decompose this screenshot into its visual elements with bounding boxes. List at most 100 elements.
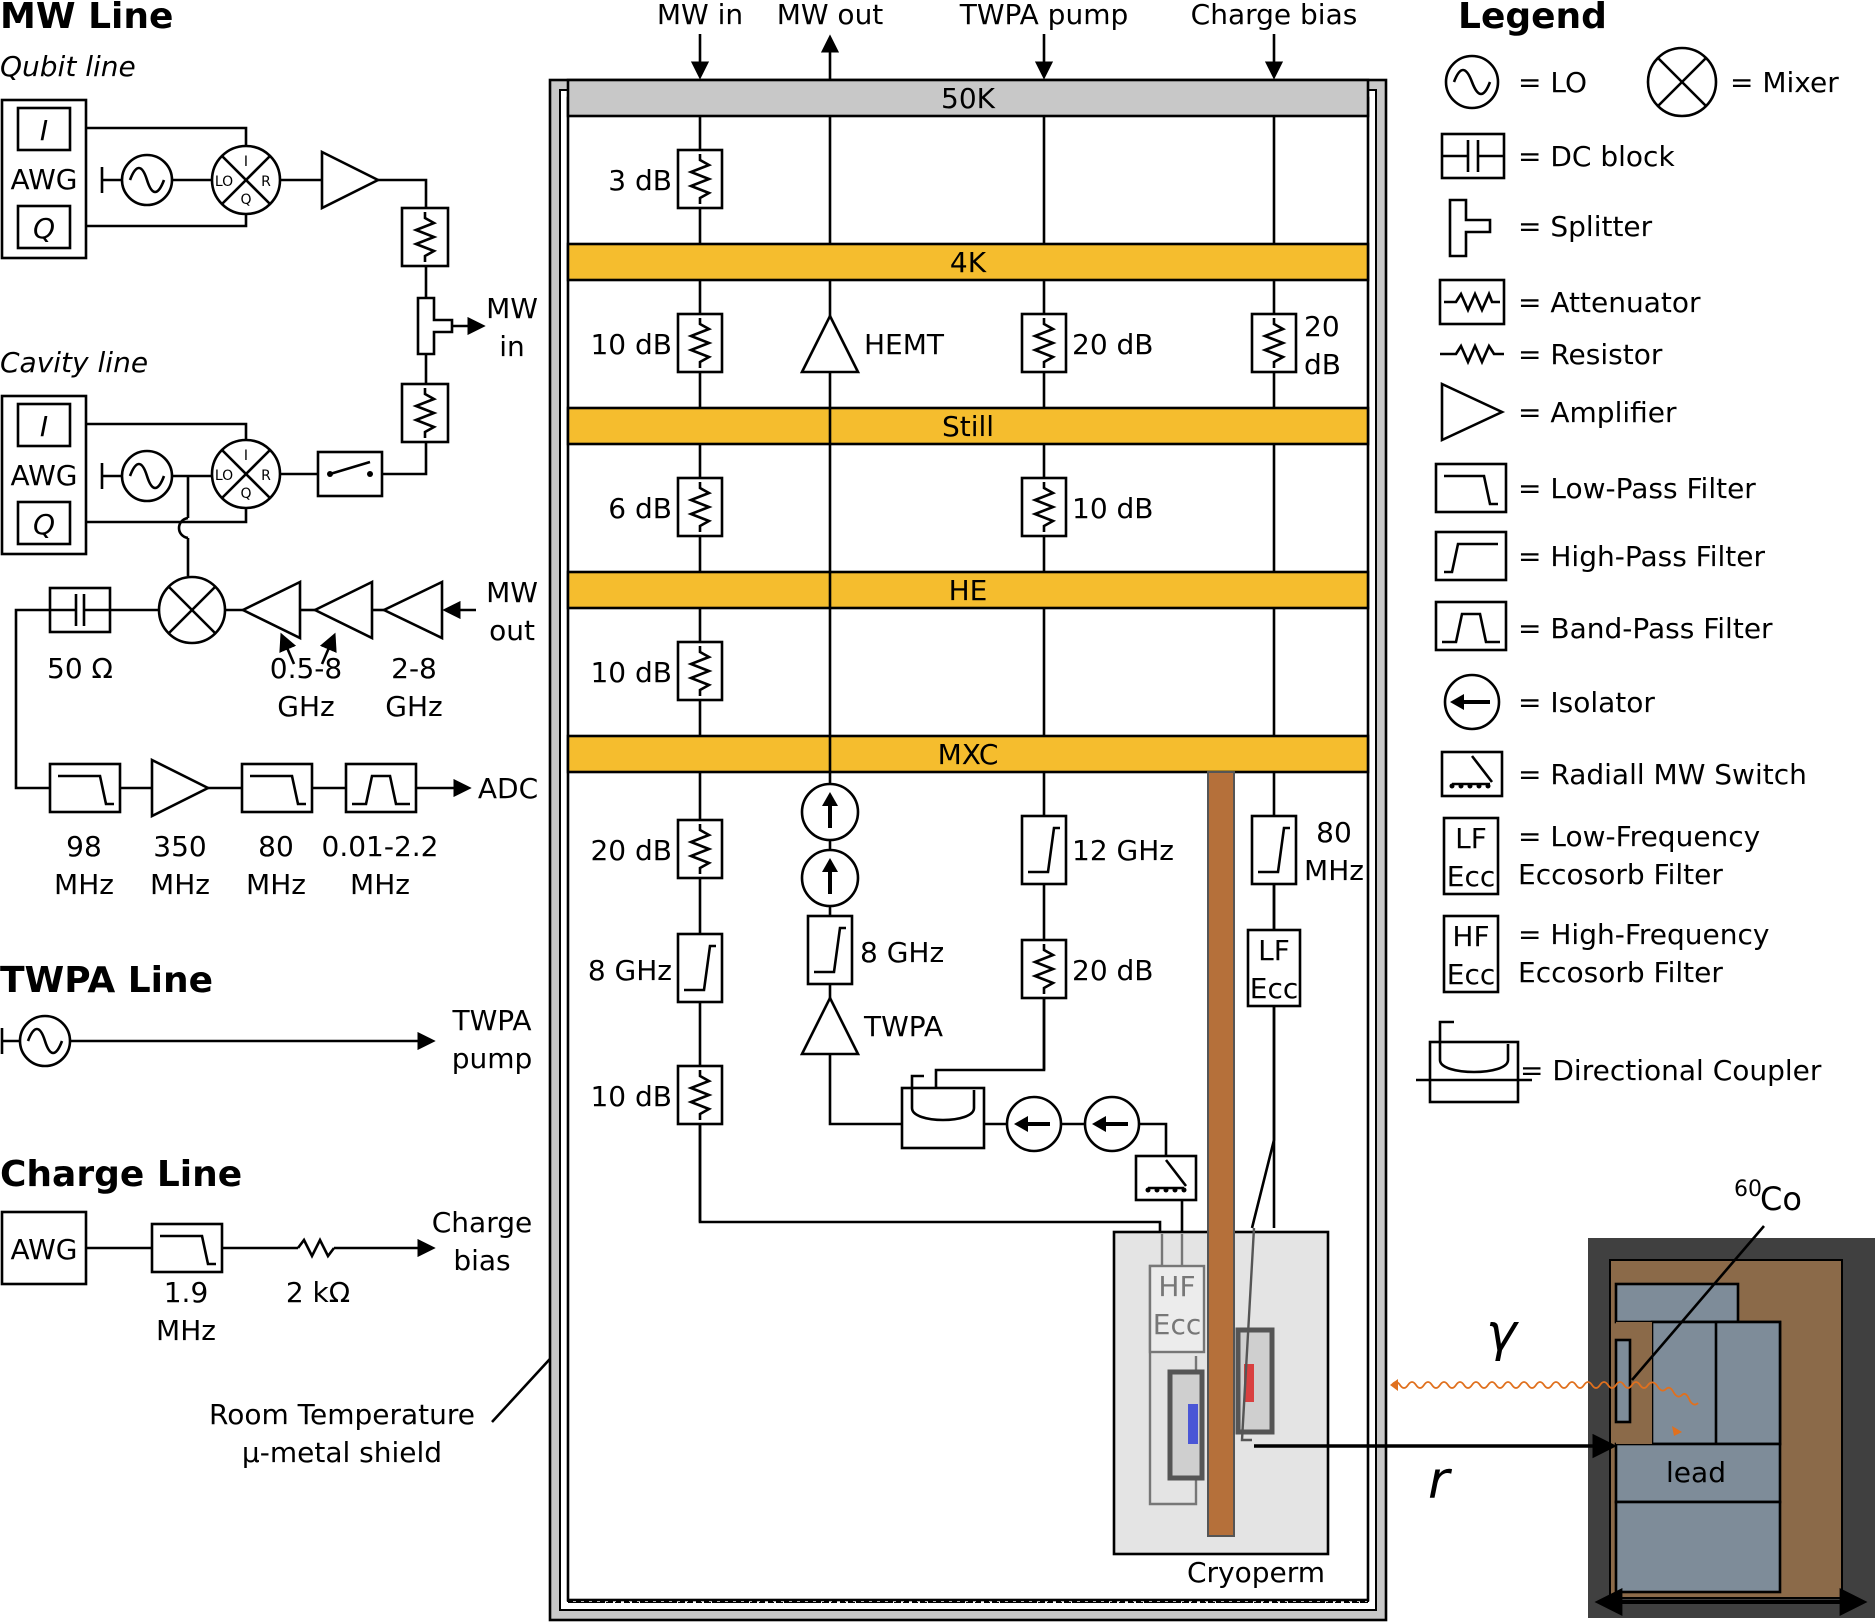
f350-label-1: 350 <box>153 830 206 863</box>
charge-bias-label-2: bias <box>453 1244 510 1277</box>
charge-awg-label: AWG <box>10 1233 77 1266</box>
legend-hf-ecc-1: = High-Frequency <box>1518 918 1769 951</box>
mixer-icon: I LO R Q <box>210 438 282 510</box>
resistor-icon <box>1440 342 1504 366</box>
f19-label-1: 1.9 <box>164 1276 209 1309</box>
eccosorb-filter-icon: LF Ecc <box>1442 816 1500 896</box>
lp-12ghz: 12 GHz <box>1072 834 1174 867</box>
qubit-awg-label: AWG <box>10 163 77 196</box>
co-label: Co <box>1760 1180 1802 1218</box>
mixer-icon: I LO R Q <box>210 144 282 216</box>
legend-isolator: = Isolator <box>1518 686 1655 719</box>
mw-in-label-1: MW <box>486 292 538 325</box>
low-pass-filter-icon <box>150 1222 224 1274</box>
att-20-2: dB <box>1304 348 1341 381</box>
co-label-sup: 60 <box>1734 1177 1762 1202</box>
svg-text:I: I <box>244 154 248 170</box>
att-20db-b: 20 dB <box>590 834 672 867</box>
temperature-stages: 50K 4K Still HE MXC <box>566 78 1370 774</box>
mixer-icon <box>157 575 227 645</box>
cavity-awg-q: Q <box>33 508 55 541</box>
att-20-1: 20 <box>1304 310 1340 343</box>
mw-line-title: MW Line <box>0 0 173 37</box>
lead-label: lead <box>1666 1456 1726 1489</box>
amplifier-icon <box>150 757 211 819</box>
twpa-line: TWPA pump <box>0 1004 532 1075</box>
att-10db-d: 10 dB <box>590 1080 672 1113</box>
lp-8ghz-a: 8 GHz <box>588 954 672 987</box>
fbp-label-2: MHz <box>350 868 410 901</box>
splitter-icon <box>1448 198 1492 258</box>
twpa-amp-label: TWPA <box>863 1010 943 1043</box>
legend-attenuator: = Attenuator <box>1518 286 1701 319</box>
legend-splitter: = Splitter <box>1518 210 1653 243</box>
legend-hf-ecc-2: Eccosorb Filter <box>1518 956 1723 989</box>
legend-lpf: = Low-Pass Filter <box>1518 472 1756 505</box>
svg-text:Q: Q <box>240 486 251 502</box>
svg-text:LO: LO <box>215 174 233 190</box>
mw-in-chain: 3 dB 10 dB 6 dB 10 dB 20 dB 8 GHz 10 dB <box>588 148 1162 1234</box>
cavity-awg-i: I <box>40 410 48 443</box>
twpa-line-title: TWPA Line <box>0 960 213 1001</box>
svg-text:R: R <box>261 468 271 484</box>
mw-out-label-2: out <box>489 614 535 647</box>
shield-label-1: Room Temperature <box>209 1398 475 1431</box>
lo-icon <box>1444 54 1500 110</box>
gamma-ray <box>1391 1381 1699 1406</box>
mw-switch-icon <box>316 450 384 498</box>
charge-bias-label-1: Charge <box>432 1206 532 1239</box>
hf-ecc-2: Ecc <box>1153 1308 1201 1341</box>
att-20db-a: 20 dB <box>1072 328 1154 361</box>
amp1-label-2: GHz <box>277 690 334 723</box>
legend-hpf: = High-Pass Filter <box>1518 540 1766 573</box>
svg-text:R: R <box>261 174 271 190</box>
input-mw-in: MW in <box>657 0 743 31</box>
splitter-icon <box>416 296 454 356</box>
low-pass-filter-icon <box>240 762 314 814</box>
f98-label-1: 98 <box>66 830 102 863</box>
cryoperm-label: Cryoperm <box>1187 1556 1325 1589</box>
input-twpa-pump: TWPA pump <box>959 0 1129 31</box>
mw-out-chain: HEMT 8 GHz TWPA <box>799 313 945 1126</box>
hf-ecc-1: HF <box>1158 1270 1195 1303</box>
amp2-label-2: GHz <box>385 690 442 723</box>
cavity-line-label: Cavity line <box>0 346 148 379</box>
lo-icon <box>120 449 174 503</box>
f350-label-2: MHz <box>150 868 210 901</box>
legend: = LO = Mixer = DC block = Splitter = Att… <box>1416 46 1839 1104</box>
amplifier-icon <box>1440 381 1506 443</box>
lp-80-2: MHz <box>1304 854 1364 887</box>
qubit-line: I AWG Q I LO R Q <box>0 98 450 298</box>
qubit-awg-i: I <box>40 114 48 147</box>
legend-resistor: = Resistor <box>1518 338 1663 371</box>
low-pass-filter-icon <box>1434 462 1508 514</box>
shield-label-2: μ-metal shield <box>242 1436 442 1469</box>
f80-label-1: 80 <box>258 830 294 863</box>
readout-chain: MW out 0.5-8 GHz 2-8 GHz 50 Ω <box>14 575 538 901</box>
charge-bias-chain: 20 dB 80 MHz LF Ecc <box>1246 310 1364 1229</box>
amplifier-icon <box>320 149 381 211</box>
lp-80-1: 80 <box>1316 816 1352 849</box>
twpa-pump-chain: 20 dB 10 dB 12 GHz 20 dB <box>934 312 1174 1090</box>
f98-label-2: MHz <box>54 868 114 901</box>
stage-he: HE <box>949 574 988 607</box>
att-10db-c: 10 dB <box>590 656 672 689</box>
isolator-icon <box>1005 1095 1063 1153</box>
att-10db-a: 10 dB <box>590 328 672 361</box>
svg-text:Ecc: Ecc <box>1447 860 1495 893</box>
cavity-line: I AWG Q I LO R Q <box>0 354 450 576</box>
mw-switch-icon <box>1440 750 1504 798</box>
charge-awg-box <box>0 1210 88 1286</box>
dc-block-icon <box>48 586 112 634</box>
legend-dc-block: = DC block <box>1518 140 1675 173</box>
qubit-awg-q: Q <box>33 212 55 245</box>
dc-block-icon <box>1440 132 1506 180</box>
lp-8ghz-b: 8 GHz <box>860 936 944 969</box>
mixer-icon <box>1646 46 1718 118</box>
svg-text:HF: HF <box>1452 920 1489 953</box>
svg-text:Q: Q <box>240 192 251 208</box>
cavity-awg-label: AWG <box>10 459 77 492</box>
attenuator-icon <box>1438 278 1506 326</box>
charge-line-title: Charge Line <box>0 1154 242 1195</box>
legend-lo: = LO <box>1518 66 1587 99</box>
